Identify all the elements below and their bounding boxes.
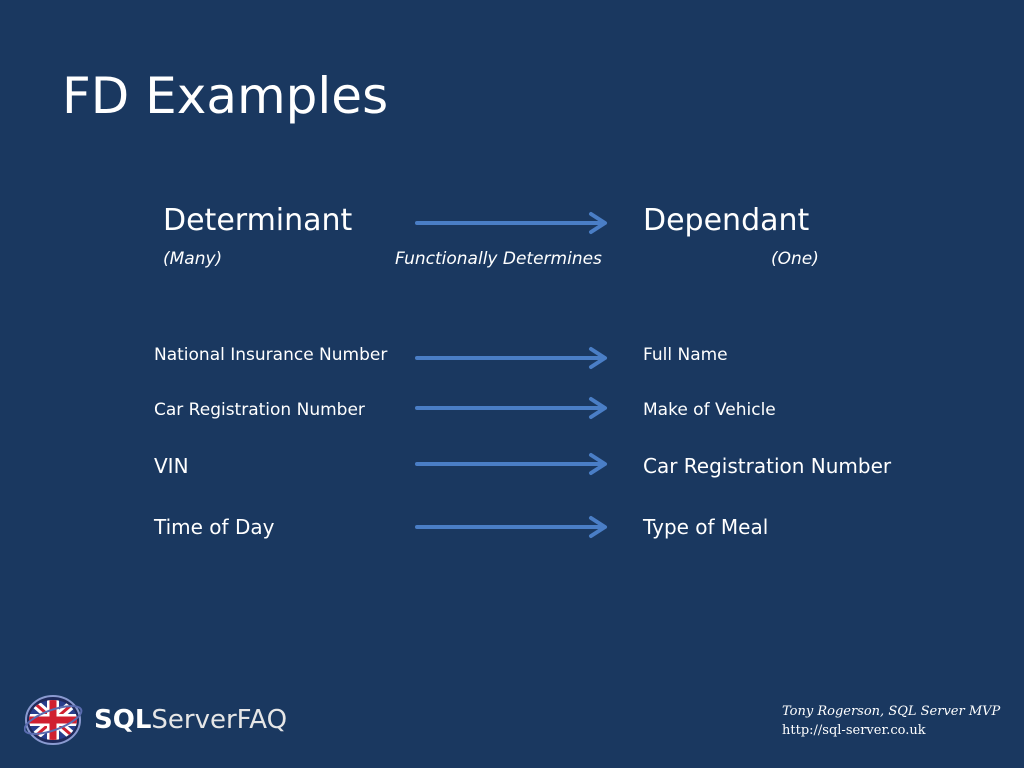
logo-serverfaq: ServerFAQ xyxy=(151,705,288,735)
row-3-dependant: Car Registration Number xyxy=(643,454,892,478)
row-4-determinant: Time of Day xyxy=(154,515,275,539)
row-2-dependant: Make of Vehicle xyxy=(643,400,776,420)
row-2-arrow-icon xyxy=(415,397,607,419)
logo-wordmark: SQLServerFAQ xyxy=(94,703,287,737)
slide-title: FD Examples xyxy=(62,67,389,125)
determinant-heading: Determinant xyxy=(163,203,353,238)
logo-sql: SQL xyxy=(94,705,152,735)
row-3-determinant: VIN xyxy=(154,454,189,478)
row-1-dependant: Full Name xyxy=(643,345,728,365)
row-1-determinant: National Insurance Number xyxy=(154,345,388,365)
dependant-heading: Dependant xyxy=(643,203,810,238)
dependant-note: (One) xyxy=(771,249,819,269)
row-3-arrow-icon xyxy=(415,453,607,475)
header-arrow-icon xyxy=(415,212,607,234)
row-2-determinant: Car Registration Number xyxy=(154,400,365,420)
footer-url[interactable]: http://sql-server.co.uk xyxy=(782,723,926,738)
footer-author: Tony Rogerson, SQL Server MVP xyxy=(782,704,1001,719)
union-jack-globe-icon xyxy=(24,695,83,745)
row-4-arrow-icon xyxy=(415,516,607,538)
determinant-note: (Many) xyxy=(163,249,223,269)
row-4-dependant: Type of Meal xyxy=(643,515,769,539)
arrow-note: Functionally Determines xyxy=(395,249,602,269)
row-1-arrow-icon xyxy=(415,347,607,369)
